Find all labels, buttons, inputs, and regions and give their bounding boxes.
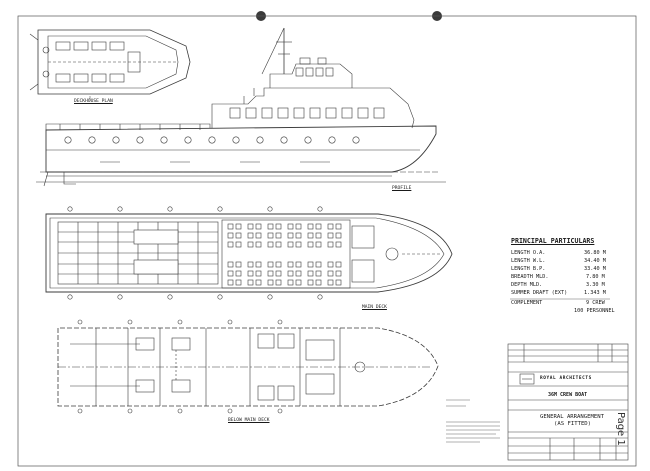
pp-value: 33.40 M	[584, 266, 606, 272]
pp-value: 7.80 M	[586, 274, 605, 280]
deckhouse-plan-drawing	[29, 29, 191, 101]
profile-caption: PROFILE	[392, 186, 412, 191]
pp-value: 100 PERSONNEL	[574, 308, 615, 314]
below-main-deck-drawing	[57, 319, 439, 414]
vessel-name: 36M CREW BOAT	[548, 392, 588, 398]
pp-value: 36.80 M	[584, 250, 606, 256]
page-label: Page 1	[615, 412, 626, 446]
drawing-title: GENERAL ARRANGEMENT	[540, 414, 604, 420]
pp-label: LENGTH B.P.	[511, 266, 546, 272]
deckhouse-plan-caption: DECKHOUSE PLAN	[74, 99, 113, 104]
pp-label: LENGTH W.L.	[511, 258, 546, 264]
company-name: ROYAL ARCHITECTS	[540, 376, 592, 381]
pp-value: 9 CREW	[586, 300, 605, 306]
pp-label: COMPLEMENT	[511, 300, 543, 306]
notes-block	[446, 399, 500, 443]
drawing-subtitle: (AS FITTED)	[554, 421, 592, 427]
principal-particulars-title: PRINCIPAL PARTICULARS	[511, 237, 595, 245]
pp-value: 34.40 M	[584, 258, 606, 264]
main-deck-caption: MAIN DECK	[362, 305, 387, 310]
pp-value: 1.343 M	[584, 290, 606, 296]
pp-value: 3.30 M	[586, 282, 605, 288]
main-deck-drawing	[45, 206, 453, 300]
profile-drawing	[36, 27, 446, 187]
sheet-border	[17, 15, 637, 467]
pp-label: DEPTH MLD.	[511, 282, 543, 288]
title-block-frame	[507, 343, 629, 461]
pp-label: SUMMER DRAFT (EXT)	[511, 290, 568, 296]
pp-label: BREADTH MLD.	[511, 274, 549, 280]
pp-label: LENGTH O.A.	[511, 250, 546, 256]
below-main-deck-caption: BELOW MAIN DECK	[228, 418, 270, 423]
